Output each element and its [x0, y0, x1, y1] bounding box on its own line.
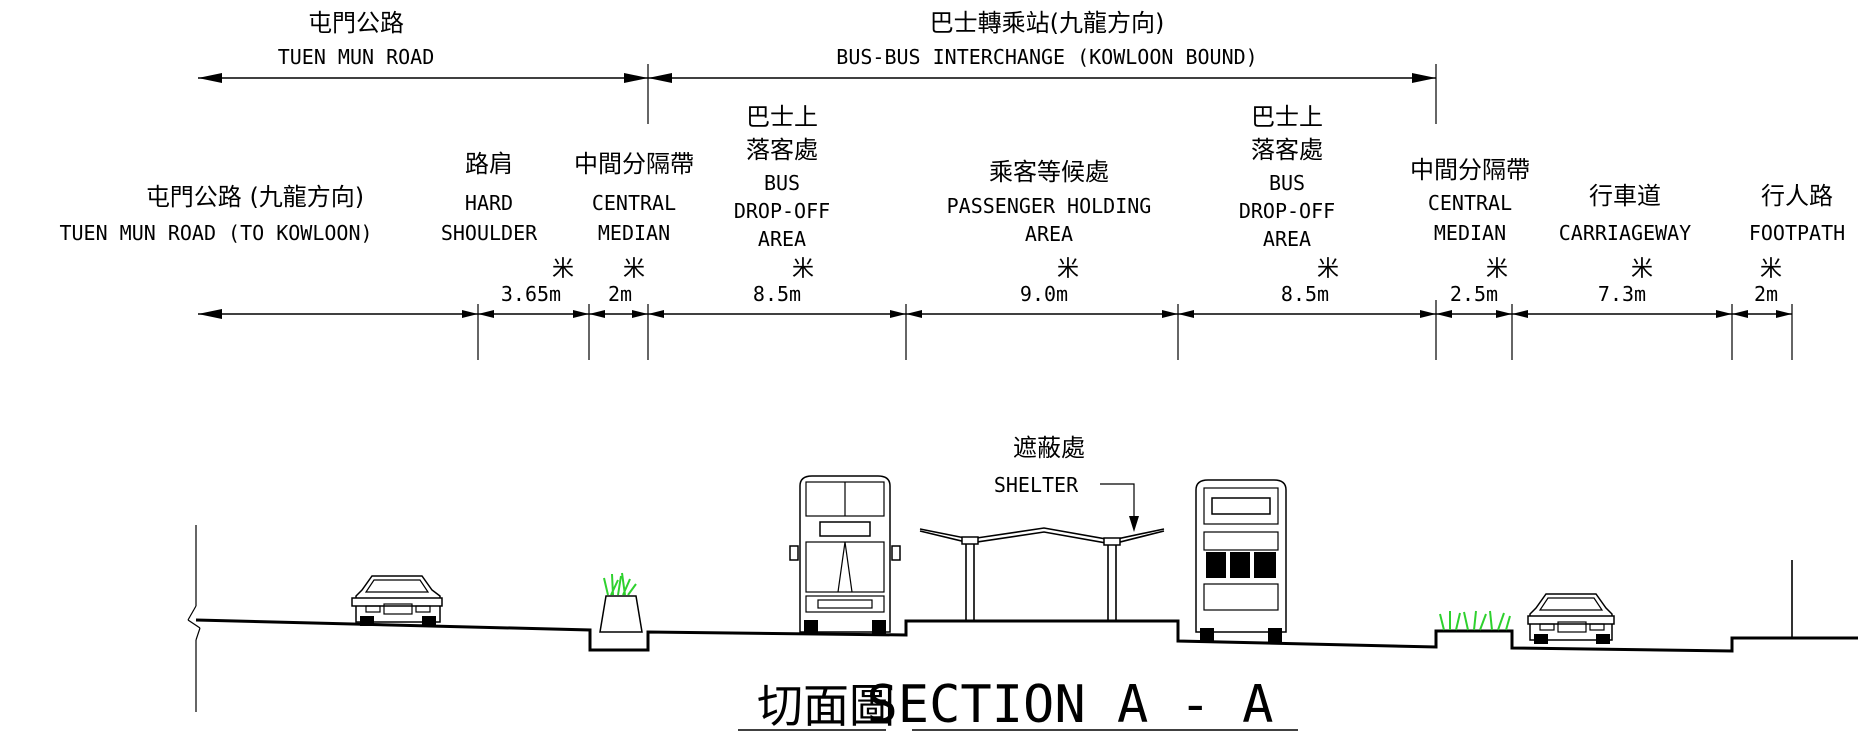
- column-label-chinese: 巴士上: [746, 103, 818, 131]
- column-passenger-holding: 乘客等候處 PASSENGER HOLDING AREA 米 9.0m: [947, 158, 1152, 306]
- width-label: 8.5m: [1281, 282, 1329, 306]
- column-label-chinese: 屯門公路 (九龍方向): [146, 183, 364, 211]
- dimension-arrows: [462, 310, 1792, 318]
- column-label-english: FOOTPATH: [1749, 221, 1845, 245]
- span-title-english: TUEN MUN ROAD: [278, 45, 435, 69]
- top-span-tuen-mun-road: 屯門公路 TUEN MUN ROAD: [198, 9, 648, 83]
- column-label-chinese: 落客處: [746, 136, 818, 164]
- leader-arrow: [1129, 516, 1139, 532]
- shelter-canopy-icon: [919, 527, 1165, 621]
- leader-line: [1100, 483, 1135, 520]
- column-hard-shoulder: 路肩 HARD SHOULDER 米 3.65m: [441, 150, 574, 306]
- column-label-english: BUS: [764, 171, 800, 195]
- column-label-english: HARD: [465, 191, 513, 215]
- span-title-chinese: 巴士轉乘站(九龍方向): [930, 9, 1165, 37]
- column-tuen-mun-road: 屯門公路 (九龍方向) TUEN MUN ROAD (TO KOWLOON): [59, 183, 372, 245]
- car-icon: [351, 575, 443, 626]
- unit-label: 米: [1486, 257, 1508, 282]
- median-planter: [599, 595, 643, 633]
- column-label-english: TUEN MUN ROAD (TO KOWLOON): [59, 221, 372, 245]
- column-label-english: AREA: [758, 227, 806, 251]
- column-label-english: AREA: [1025, 222, 1073, 246]
- caption-chinese: 切面圖: [757, 679, 895, 733]
- shelter-label-chinese: 遮蔽處: [1013, 434, 1085, 462]
- grass-icon: [1439, 610, 1511, 631]
- column-label-english: BUS: [1269, 171, 1305, 195]
- column-bus-drop-off-right: 巴士上 落客處 BUS DROP-OFF AREA 米 8.5m: [1239, 103, 1339, 306]
- grass-icon: [603, 572, 637, 596]
- shelter-label-english: SHELTER: [994, 473, 1079, 497]
- column-label-chinese: 行人路: [1761, 182, 1833, 210]
- column-central-median-right: 中間分隔帶 CENTRAL MEDIAN 米 2.5m: [1410, 156, 1530, 306]
- unit-label: 米: [1760, 257, 1782, 282]
- shelter-label: 遮蔽處 SHELTER: [994, 434, 1139, 532]
- column-label-chinese: 行車道: [1589, 182, 1661, 210]
- unit-label: 米: [1631, 257, 1653, 282]
- unit-label: 米: [1317, 257, 1339, 282]
- column-label-chinese: 落客處: [1251, 136, 1323, 164]
- column-label-english: DROP-OFF: [1239, 199, 1335, 223]
- column-label-english: CENTRAL: [592, 191, 676, 215]
- span-title-english: BUS-BUS INTERCHANGE (KOWLOON BOUND): [836, 45, 1257, 69]
- dimension-arrow: [198, 309, 222, 319]
- column-label-chinese: 巴士上: [1251, 103, 1323, 131]
- width-label: 8.5m: [753, 282, 801, 306]
- car-icon: [1527, 593, 1615, 644]
- unit-label: 米: [792, 257, 814, 282]
- unit-label: 米: [1057, 257, 1079, 282]
- break-line-icon: [187, 525, 201, 712]
- column-label-english: CENTRAL: [1428, 191, 1512, 215]
- column-footpath: 行人路 FOOTPATH 米 2m: [1749, 182, 1845, 306]
- column-label-chinese: 中間分隔帶: [1410, 156, 1530, 184]
- double-decker-bus-front-icon: [789, 475, 901, 634]
- double-decker-bus-rear-icon: [1195, 479, 1287, 642]
- column-bus-drop-off-left: 巴士上 落客處 BUS DROP-OFF AREA 米 8.5m: [734, 103, 830, 306]
- column-label-english: SHOULDER: [441, 221, 538, 245]
- column-label-chinese: 路肩: [465, 150, 513, 178]
- span-title-chinese: 屯門公路: [308, 9, 404, 37]
- ground-profile: [195, 618, 1858, 653]
- column-label-english: PASSENGER HOLDING: [947, 194, 1152, 218]
- width-dimension-chain: [198, 300, 1793, 360]
- column-label-english: MEDIAN: [598, 221, 670, 245]
- column-carriageway: 行車道 CARRIAGEWAY 米 7.3m: [1559, 182, 1691, 306]
- top-span-bus-interchange: 巴士轉乘站(九龍方向) BUS-BUS INTERCHANGE (KOWLOON…: [648, 9, 1436, 83]
- extension-lines: [477, 300, 1793, 360]
- unit-label: 米: [552, 257, 574, 282]
- width-label: 2.5m: [1450, 282, 1498, 306]
- column-label-english: CARRIAGEWAY: [1559, 221, 1691, 245]
- column-label-english: MEDIAN: [1434, 221, 1506, 245]
- width-label: 3.65m: [501, 282, 561, 306]
- column-central-median-left: 中間分隔帶 CENTRAL MEDIAN 米 2m: [574, 150, 694, 306]
- section-caption: 切面圖 SECTION A - A: [738, 675, 1298, 735]
- column-label-english: DROP-OFF: [734, 199, 830, 223]
- width-label: 2m: [608, 282, 632, 306]
- column-label-chinese: 乘客等候處: [989, 158, 1109, 186]
- column-label-chinese: 中間分隔帶: [574, 150, 694, 178]
- width-label: 7.3m: [1598, 282, 1646, 306]
- unit-label: 米: [623, 257, 645, 282]
- width-label: 2m: [1754, 282, 1778, 306]
- column-label-english: AREA: [1263, 227, 1311, 251]
- width-label: 9.0m: [1020, 282, 1068, 306]
- caption-english: SECTION A - A: [867, 675, 1274, 735]
